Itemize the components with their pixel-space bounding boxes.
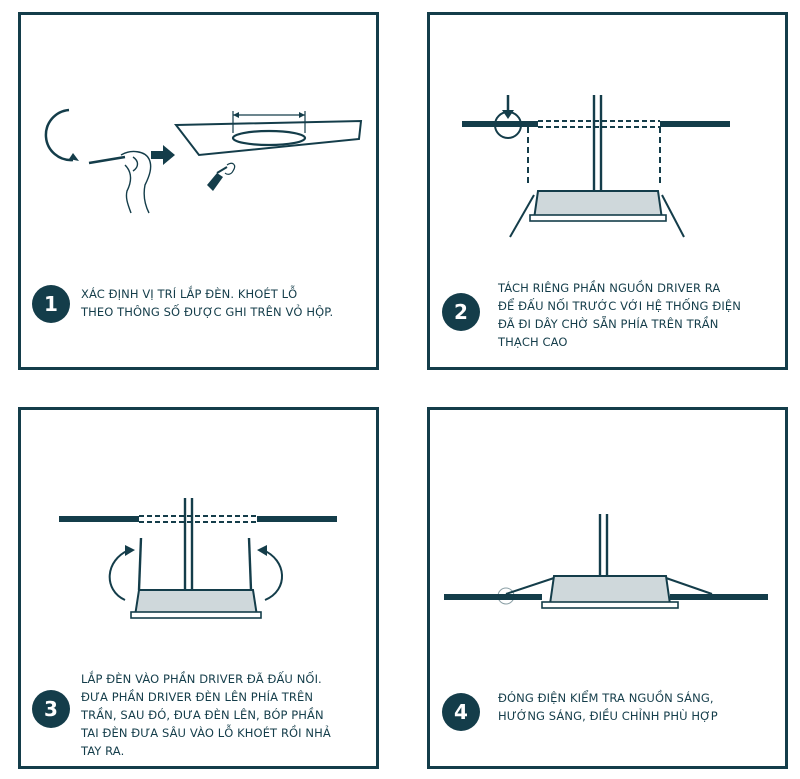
caption-line: Đưa phần driver đèn lên phía trên [81,690,314,704]
step-1-illustration [44,108,363,214]
step-1-caption: Xác định vị trí lắp đèn. Khoét lỗ theo t… [81,285,333,321]
caption-line: để đấu nối trước với hệ thống điện [498,299,741,313]
step-number-badge: 3 [32,690,70,728]
step-number-badge: 1 [32,285,70,323]
curved-arrow-icon [262,549,283,601]
hand-pencil-icon [88,150,152,214]
downlight-icon [497,575,713,609]
caption-line: tay ra. [81,744,125,758]
caption-line: tai đèn đưa sâu vào lỗ khoét rồi nhả [81,726,331,740]
caption-line: Xác định vị trí lắp đèn. Khoét lỗ [81,287,298,301]
step-2-illustration [462,95,730,238]
ceiling-icon [59,515,337,523]
step-number-badge: 2 [442,293,480,331]
caption-line: Lắp đèn vào phần driver đã đấu nối. [81,672,322,686]
caption-line: đã đi dây chờ sẵn phía trên trần [498,317,719,331]
ceiling-icon [444,594,768,600]
downlight-icon [130,589,262,619]
caption-line: hướng sáng, điều chỉnh phù hợp [498,709,718,723]
hole-saw-icon [207,162,236,191]
rotate-arrow-icon [44,108,74,162]
step-1-panel: 1 Xác định vị trí lắp đèn. Khoét lỗ theo… [18,12,379,370]
caption-line: Tách riêng phần nguồn driver ra [498,281,721,295]
step-4-panel: 4 Đóng điện kiểm tra nguồn sáng, hướng s… [427,407,788,769]
ceiling-board-icon [174,111,363,157]
step-2-caption: Tách riêng phần nguồn driver ra để đấu n… [498,279,741,351]
ceiling-icon [462,120,730,128]
step-4-caption: Đóng điện kiểm tra nguồn sáng, hướng sán… [498,689,718,725]
caption-line: Đóng điện kiểm tra nguồn sáng, [498,691,714,705]
caption-line: trần, sau đó, đưa đèn lên, bóp phần [81,708,324,722]
curved-arrow-icon [108,549,130,601]
downlight-icon [509,190,685,238]
step-3-caption: Lắp đèn vào phần driver đã đấu nối. Đưa … [81,670,331,760]
step-4-illustration [444,514,768,609]
step-3-panel: 3 Lắp đèn vào phần driver đã đấu nối. Đư… [18,407,379,769]
caption-line: theo thông số được ghi trên vỏ hộp. [81,305,334,319]
caption-line: thạch cao [498,335,568,349]
step-number-badge: 4 [442,693,480,731]
right-arrow-icon [151,145,175,165]
step-3-illustration [59,498,337,619]
step-2-panel: 2 Tách riêng phần nguồn driver ra để đấu… [427,12,788,370]
